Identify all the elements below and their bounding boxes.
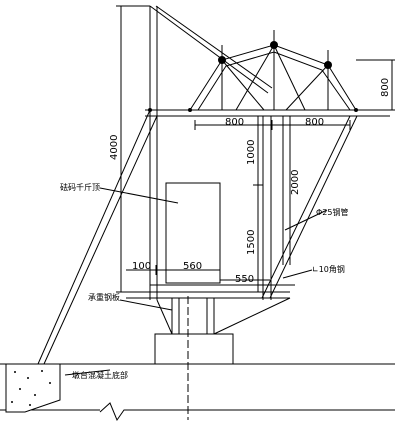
dim-550: 550: [235, 274, 254, 285]
dim-1500: 1500: [246, 230, 257, 255]
label-steel-pipe: Φ25钢管: [316, 207, 348, 217]
label-angle-steel: ∟10角钢: [312, 264, 345, 274]
label-bearing-steel: 承重钢板: [88, 292, 120, 302]
label-pier-base: 墩台混凝土底部: [72, 370, 128, 380]
dim-560: 560: [183, 261, 202, 272]
dim-1000: 1000: [246, 140, 257, 165]
dim-height-total: 4000: [109, 135, 120, 160]
pier-concrete-base: [5, 363, 61, 413]
dim-span-left: 800: [225, 117, 244, 128]
dim-top-right: 800: [380, 78, 391, 97]
dim-2000: 2000: [290, 170, 301, 195]
label-weight-box: 砝码千斤顶: [60, 182, 100, 192]
dim-100: 100: [132, 261, 151, 272]
structure-frame: [0, 5, 395, 422]
dim-span-right: 800: [305, 117, 324, 128]
truss-nodes: [148, 41, 358, 112]
